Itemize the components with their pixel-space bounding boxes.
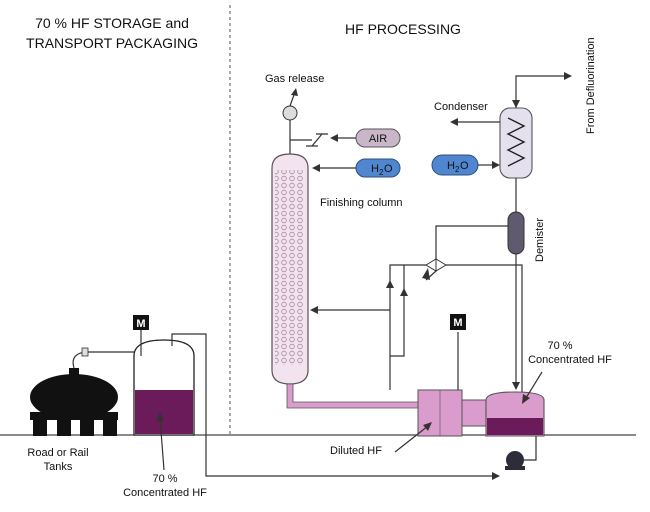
finishing-column (271, 153, 309, 385)
concentrated-hf-label-1: 70 % (547, 340, 572, 352)
process-motor (450, 314, 466, 330)
from-defluorination-label: From Defluorination (585, 37, 597, 134)
rail-tank-car (30, 368, 118, 436)
h2o-label-condenser: H (447, 160, 455, 172)
gas-release-label: Gas release (265, 73, 324, 85)
h2o-label-column-sub: 2 (379, 168, 384, 177)
h2o-label-condenser-o: O (460, 160, 469, 172)
storage-motor (133, 315, 149, 330)
transfer-pump (505, 451, 525, 470)
condenser-label: Condenser (434, 101, 488, 113)
concentrated-hf-label-2: Concentrated HF (528, 354, 612, 366)
storage-title-line2: TRANSPORT PACKAGING (26, 35, 198, 51)
demister (507, 211, 525, 255)
storage-return-pipe (171, 333, 494, 477)
storage-title-line1: 70 % HF STORAGE and (35, 15, 189, 31)
concentrated-hf-tank (485, 391, 545, 437)
storage-conc-label-2: Concentrated HF (123, 487, 207, 499)
storage-motor-label: M (136, 318, 145, 330)
road-rail-label-2: Tanks (44, 461, 73, 473)
processing-title: HF PROCESSING (345, 21, 461, 37)
diluted-hf-tank (417, 389, 487, 437)
h2o-label-column: H (371, 163, 379, 175)
finishing-column-label: Finishing column (320, 197, 403, 209)
h2o-label-condenser-sub: 2 (455, 165, 460, 174)
storage-tank (133, 339, 195, 436)
column-bottom-pipe (286, 383, 421, 409)
diluted-hf-label: Diluted HF (330, 445, 382, 457)
storage-conc-label-1: 70 % (152, 473, 177, 485)
process-motor-label: M (453, 317, 462, 329)
air-label: AIR (369, 133, 387, 145)
demister-label: Demister (534, 218, 546, 262)
road-rail-label-1: Road or Rail (27, 447, 88, 459)
gas-release-vent (282, 105, 298, 121)
condenser (499, 107, 533, 179)
control-valve (425, 251, 447, 272)
h2o-label-column-o: O (384, 163, 393, 175)
